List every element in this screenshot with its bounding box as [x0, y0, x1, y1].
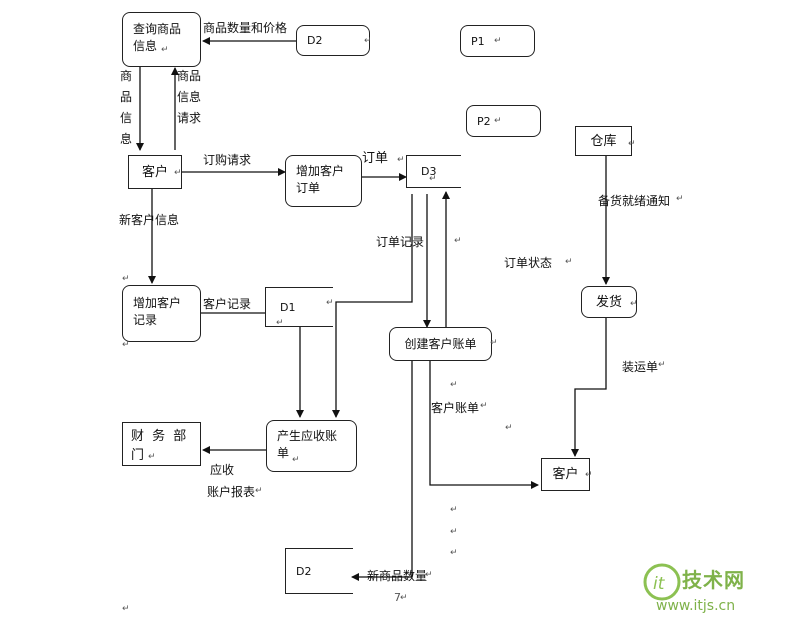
node-add-customer-record-label: 增加客户记录: [133, 296, 182, 327]
para-mark: ↵: [450, 380, 458, 390]
node-warehouse: 仓库: [575, 126, 632, 156]
node-finance-department: 财 务 部 门: [122, 422, 201, 466]
para-mark: ↵: [676, 194, 684, 204]
node-produce-receivable-bill-label: 产生应收账单: [277, 429, 338, 460]
para-mark: ↵: [454, 236, 462, 246]
label-goods-qty-price: 商品数量和价格: [203, 21, 288, 35]
watermark-brand: 技术网: [682, 568, 745, 592]
store-p1: P1: [460, 25, 535, 57]
para-mark: ↵: [480, 401, 488, 411]
watermark-url: www.itjs.cn: [656, 598, 736, 614]
store-d3-label: D3: [421, 165, 437, 178]
para-mark: ↵: [658, 360, 666, 370]
para-mark: ↵: [490, 338, 498, 348]
label-shipping-note: 装运单: [622, 360, 659, 374]
para-mark: ↵: [122, 340, 130, 350]
label-goods-info: 商品信息: [120, 69, 133, 146]
para-mark: ↵: [429, 174, 437, 184]
node-customer-top: 客户: [128, 155, 182, 189]
label-order: 订单: [362, 151, 389, 166]
svg-text:it: it: [653, 574, 666, 594]
para-mark: ↵: [585, 470, 593, 480]
label-new-goods-qty: 新商品数量: [367, 569, 428, 583]
node-query-goods-info-label: 查询商品信息: [133, 22, 182, 53]
para-mark: ↵: [450, 505, 458, 515]
para-mark: ↵: [425, 570, 433, 580]
node-add-customer-order-label: 增加客户订单: [296, 164, 345, 195]
label-order-request: 订购请求: [203, 153, 252, 167]
node-warehouse-label: 仓库: [590, 133, 617, 149]
node-create-customer-bill-label: 创建客户账单: [404, 336, 477, 351]
arrow-create-bill-to-d2: [351, 361, 413, 581]
store-d2-top-label: D2: [307, 34, 323, 47]
label-account-report: 账户报表: [207, 485, 256, 499]
node-add-customer-record: 增加客户记录: [122, 285, 201, 342]
store-p2-label: P2: [477, 114, 491, 128]
store-d2-bottom-label: D2: [296, 564, 312, 578]
store-p2: P2: [466, 105, 541, 137]
label-customer-bill: 客户账单: [431, 401, 480, 415]
label-stock-ready-notice: 备货就绪通知: [598, 194, 671, 208]
node-shipping: 发货: [581, 286, 637, 318]
para-mark: ↵: [148, 452, 156, 462]
para-mark: ↵: [276, 318, 284, 328]
para-mark: ↵: [161, 45, 169, 55]
node-create-customer-bill: 创建客户账单: [389, 327, 492, 361]
para-mark: ↵: [122, 274, 130, 284]
arrow-shipping-to-customer: [571, 318, 607, 457]
node-finance-department-label: 财 务 部 门: [131, 429, 189, 463]
arrow-create-bill-to-customer: [429, 361, 539, 489]
para-mark: ↵: [122, 604, 130, 614]
para-mark: ↵: [565, 257, 573, 267]
store-d1: D1: [265, 287, 333, 327]
label-goods-info-request-text: 商品信息请求: [177, 69, 202, 125]
para-mark: ↵: [450, 548, 458, 558]
node-customer-bottom: 客户: [541, 458, 590, 491]
node-customer-bottom-label: 客户: [552, 467, 579, 482]
page-number: 7: [394, 591, 401, 604]
watermark-logo-icon: it: [643, 563, 681, 601]
para-mark: ↵: [364, 36, 372, 46]
store-d2-top: D2: [296, 25, 370, 56]
node-query-goods-info: 查询商品信息: [122, 12, 201, 67]
para-mark: ↵: [326, 298, 334, 308]
para-mark: ↵: [630, 299, 638, 309]
para-mark: ↵: [255, 486, 263, 496]
para-mark: ↵: [397, 155, 405, 165]
store-d2-bottom: D2: [285, 548, 353, 594]
label-goods-info-request: 商品信息请求: [177, 66, 207, 129]
para-mark: ↵: [494, 116, 502, 126]
label-order-status: 订单状态: [504, 256, 553, 270]
store-d3: D3: [406, 155, 461, 188]
para-mark: ↵: [400, 593, 408, 603]
store-p1-label: P1: [471, 34, 485, 48]
node-shipping-label: 发货: [595, 294, 622, 310]
para-mark: ↵: [505, 423, 513, 433]
label-receivable: 应收: [210, 463, 235, 477]
node-produce-receivable-bill: 产生应收账单: [266, 420, 357, 472]
para-mark: ↵: [494, 36, 502, 46]
node-add-customer-order: 增加客户订单: [285, 155, 362, 207]
node-customer-top-label: 客户: [141, 164, 168, 180]
para-mark: ↵: [174, 168, 182, 178]
para-mark: ↵: [628, 139, 636, 149]
label-new-customer-info: 新客户信息: [119, 213, 180, 227]
store-d1-label: D1: [280, 300, 296, 314]
arrow-d3-to-receivable: [332, 194, 413, 418]
para-mark: ↵: [292, 455, 300, 465]
label-order-record: 订单记录: [376, 235, 425, 249]
para-mark: ↵: [450, 527, 458, 537]
label-customer-record: 客户记录: [203, 297, 252, 311]
